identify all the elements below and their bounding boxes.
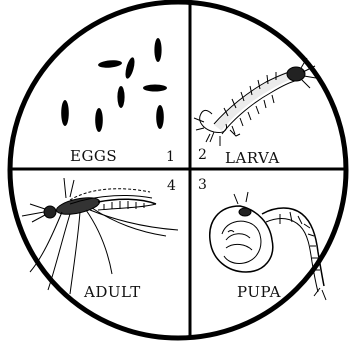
egg [156,105,164,129]
egg [95,108,103,132]
egg [154,38,161,62]
larva-label: LARVA [225,149,280,167]
pupa-label: PUPA [237,283,281,301]
egg [117,86,124,108]
adult-label: ADULT [83,283,141,301]
egg [143,85,167,92]
pupa-number: 3 [198,177,207,193]
larva-number: 2 [198,147,207,163]
egg [61,100,69,126]
eggs-label: EGGS [70,147,117,165]
adult-number: 4 [167,178,176,194]
eggs-number: 1 [166,149,175,165]
